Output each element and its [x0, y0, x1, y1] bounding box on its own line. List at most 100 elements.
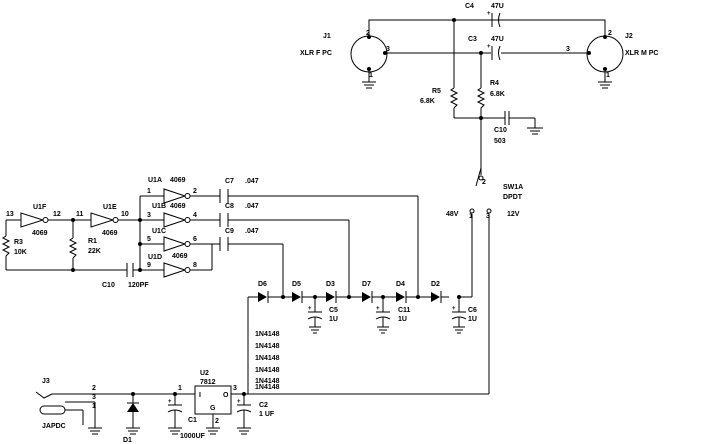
j3-pin2: 2: [92, 385, 96, 392]
resistor-r3: R3 10K: [1, 235, 27, 257]
svg-text:+: +: [237, 399, 241, 405]
u1b-pin-out: 4: [193, 212, 197, 219]
u2-pin-i: I: [199, 392, 201, 399]
xlr-male-jack: J2 XLR M PC 2 3 1: [566, 30, 658, 89]
u2-ref: U2: [200, 370, 209, 377]
diode-d1: D1: [123, 402, 140, 444]
u1e-pin-in: 11: [76, 211, 84, 218]
diode-part-4: 1N4148: [255, 367, 280, 374]
sw-ref: SW1A: [503, 184, 523, 191]
svg-text:+: +: [487, 11, 491, 17]
sw-type: DPDT: [503, 194, 523, 201]
r4-value: 6.8K: [490, 91, 505, 98]
j1-pin1: 1: [369, 72, 373, 79]
c5-value: 1U: [329, 316, 338, 323]
r5-value: 6.8K: [420, 98, 435, 105]
c10b-ref: C10: [102, 282, 115, 289]
diode-d3: D3: [326, 281, 337, 303]
svg-text:+: +: [487, 44, 491, 50]
d1-ref: D1: [123, 437, 132, 444]
capacitor-c10-120pf: C10 120PF: [102, 263, 149, 289]
j1-desc: XLR F PC: [300, 50, 332, 57]
c7-value: .047: [245, 178, 259, 185]
inverter-u1f: U1F 4069 13 12: [6, 204, 61, 237]
u1d-ref: U1D: [148, 254, 162, 261]
u2-pin2: 2: [215, 418, 219, 425]
d7-ref: D7: [362, 281, 371, 288]
sw-12v-label: 12V: [507, 211, 520, 218]
j2-ref: J2: [625, 33, 633, 40]
u2-pin-g: G: [210, 405, 216, 412]
c10b-value: 120PF: [128, 282, 149, 289]
u1d-pin-in: 9: [147, 262, 151, 269]
u1b-pin-in: 3: [147, 212, 151, 219]
u1a-ref: U1A: [148, 177, 162, 184]
capacitor-c10-503: C10 503: [494, 111, 543, 145]
inverter-u1c: U1C 4069 5 6: [147, 228, 197, 260]
u1c-part: 4069: [172, 253, 188, 260]
r5-ref: R5: [432, 88, 441, 95]
regulator-u2: I O G U2 7812 1 3 2: [178, 370, 237, 435]
c2-ref: C2: [259, 402, 268, 409]
capacitor-c3: + C3 47U: [468, 36, 504, 61]
capacitor-c2: + C2 1 UF: [236, 399, 275, 435]
resistor-r4: R4 6.8K: [476, 80, 505, 109]
j3-ref: J3: [42, 378, 50, 385]
u2-pin3: 3: [233, 385, 237, 392]
junction-dots: [71, 18, 483, 396]
svg-text:+: +: [452, 306, 456, 312]
r4-ref: R4: [490, 80, 499, 87]
j2-pin2: 2: [608, 30, 612, 37]
diode-part-list: 1N4148 1N4148 1N4148 1N4148 1N4148 1N414…: [255, 331, 280, 391]
u1e-pin-out: 10: [121, 211, 129, 218]
u1f-ref: U1F: [33, 204, 47, 211]
c9-value: .047: [245, 228, 259, 235]
wires: [5, 19, 606, 428]
u2-pin-o: O: [223, 392, 229, 399]
u2-part: 7812: [200, 379, 216, 386]
j1-pin3: 3: [386, 46, 390, 53]
u1f-pin-out: 12: [53, 211, 61, 218]
u1a-pin-out: 2: [193, 188, 197, 195]
capacitor-c11: + C11 1U: [375, 306, 411, 334]
svg-text:+: +: [308, 306, 312, 312]
d3-ref: D3: [326, 281, 335, 288]
u1b-part: 4069: [170, 203, 186, 210]
u1f-part: 4069: [32, 230, 48, 237]
j2-pin3: 3: [566, 46, 570, 53]
inverter-u1d: U1D 9 8: [147, 254, 197, 278]
c11-ref: C11: [398, 307, 411, 314]
dpdt-switch[interactable]: 2 1 3 SW1A DPDT 48V 12V: [446, 175, 523, 220]
inverter-u1e: U1E 4069 11 10: [76, 204, 129, 237]
resistor-r1: R1 22K: [68, 237, 101, 259]
c7-ref: C7: [225, 178, 234, 185]
capacitor-c6: + C6 1U: [451, 306, 477, 334]
u1d-pin-out: 8: [193, 262, 197, 269]
u1b-ref: U1B: [152, 203, 166, 210]
c3-value: 47U: [491, 36, 504, 43]
capacitor-c1: + C1 1000UF: [167, 399, 206, 440]
u1e-part: 4069: [102, 230, 118, 237]
d2-ref: D2: [431, 281, 440, 288]
capacitor-c5: + C5 1U: [307, 306, 338, 334]
c9-ref: C9: [225, 228, 234, 235]
sw-48v-label: 48V: [446, 211, 459, 218]
r3-value: 10K: [14, 249, 27, 256]
u1e-ref: U1E: [103, 204, 117, 211]
c8-ref: C8: [225, 203, 234, 210]
inverter-u1b: U1B 4069 3 4: [147, 203, 197, 228]
j1-ref: J1: [323, 33, 331, 40]
capacitor-c8: C8 .047: [219, 203, 259, 227]
inverter-u1a: U1A 4069 1 2: [147, 177, 197, 204]
svg-text:+: +: [376, 306, 380, 312]
c2-value: 1 UF: [259, 411, 275, 418]
sw-pin2: 2: [482, 179, 486, 186]
diode-part-2: 1N4148: [255, 343, 280, 350]
c5-ref: C5: [329, 307, 338, 314]
j1-pin2: 2: [366, 30, 370, 37]
u1c-ref: U1C: [152, 228, 166, 235]
diode-d5: D5: [292, 281, 303, 303]
d4-ref: D4: [396, 281, 405, 288]
c10-value: 503: [494, 138, 506, 145]
